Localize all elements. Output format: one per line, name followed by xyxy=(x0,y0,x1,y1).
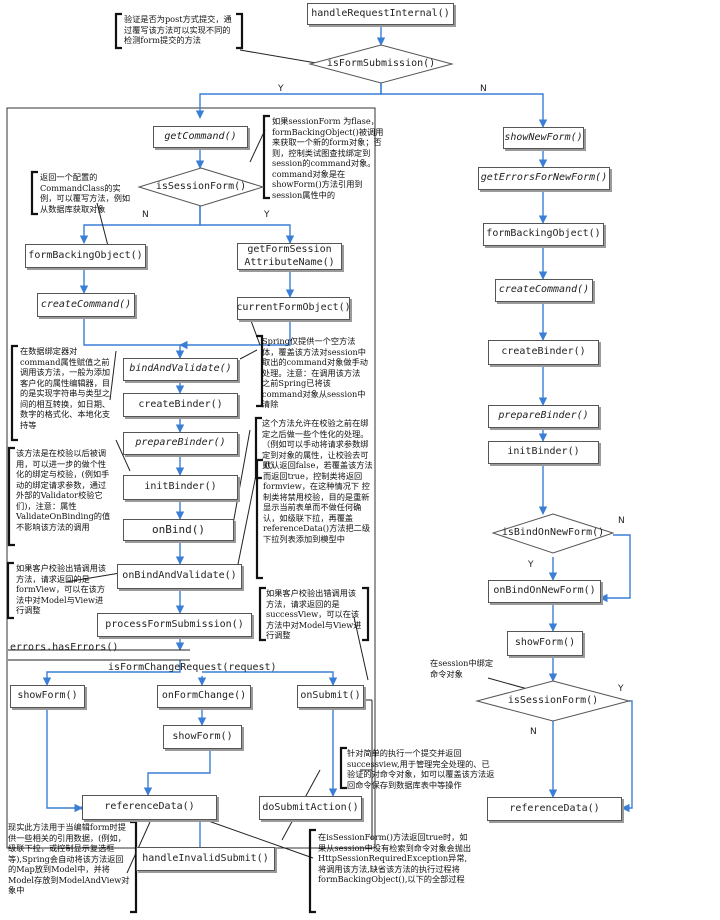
prepare-binder-right-box: prepareBinder() xyxy=(488,405,599,428)
is-session-form-left-label: isSessionForm() xyxy=(155,181,247,192)
note-validate-error-right: 如果客户校验出错调用该方法，请求返回的是successView，可以在该方法中对… xyxy=(266,588,362,640)
handle-request-internal-box: handleRequestInternal() xyxy=(307,3,454,25)
process-form-submission-box: processFormSubmission() xyxy=(97,613,252,637)
on-bind-box: onBind() xyxy=(123,519,234,541)
note-invalid-submit: 在isSessionForm()方法返回true时，如果从session中没有检… xyxy=(318,832,472,884)
show-form-right-box: showForm() xyxy=(507,631,583,656)
is-bind-on-new-form-diamond xyxy=(491,513,615,554)
get-form-session-attribute-name-box: getFormSession AttributeName() xyxy=(237,243,342,270)
show-form-mid-box: showForm() xyxy=(163,725,242,749)
create-binder-right-box: createBinder() xyxy=(488,340,599,365)
bind-new-no-label: N xyxy=(618,516,625,526)
on-bind-on-new-form-box: onBindOnNewForm() xyxy=(488,580,601,603)
get-errors-for-new-form-box: getErrorsForNewForm() xyxy=(478,167,610,190)
create-command-left-box: createCommand() xyxy=(37,293,135,317)
form-submission-no-label: N xyxy=(480,84,487,94)
note-after-bind: 该方法是在校验以后被调用，可以进一步的做个性化的绑定与校验，(例如手动的绑定请求… xyxy=(16,448,111,532)
is-session-form-right-diamond xyxy=(475,680,631,722)
note-spring-empty: Spring仅提供一个空方法体，覆盖该方法对session中取出的command… xyxy=(262,336,368,409)
is-bind-on-new-form-label: isBindOnNewForm() xyxy=(501,527,605,538)
bind-and-validate-box: bindAndValidate() xyxy=(123,358,238,381)
form-backing-object-left-box: formBackingObject() xyxy=(25,244,146,268)
note-reference-data: 现实此方法用于当编辑form时提供一些相关的引用数据，(例如，级联下拉，或控制显… xyxy=(8,822,130,895)
is-session-form-right-label: isSessionForm() xyxy=(507,695,599,706)
session-right-yes-label: Y xyxy=(618,684,624,694)
current-form-object-box: currentFormObject() xyxy=(236,297,351,320)
session-left-yes-label: Y xyxy=(264,210,270,220)
note-post-check: 验证是否为post方式提交，通过覆写该方法可以实现不同的检测form提交的方法 xyxy=(124,14,232,45)
get-command-box: getCommand() xyxy=(153,126,248,148)
form-backing-object-right-box: formBackingObject() xyxy=(483,223,604,246)
note-before-validate: 这个方法允许在校验之前在绑定之后做一些个性化的处理。（例如可以手动将请求参数绑定… xyxy=(262,418,369,470)
note-bind-command: 在数据绑定器对command属性赋值之前调用该方法，一般为添加客户化的属性编辑器… xyxy=(20,346,111,430)
note-command-class: 返回一个配置的CommandClass的实例，可以覆写方法，例如从数据库获取对象 xyxy=(40,172,131,214)
is-form-change-request-label: isFormChangeRequest(request) xyxy=(108,662,277,673)
is-form-submission-label: isFormSubmission() xyxy=(326,58,436,69)
create-binder-left-box: createBinder() xyxy=(123,393,238,417)
handle-invalid-submit-box: handleInvalidSubmit() xyxy=(136,847,275,871)
prepare-binder-left-box: prepareBinder() xyxy=(123,432,238,455)
show-form-left-box: showForm() xyxy=(10,685,85,708)
on-bind-and-validate-box: onBindAndValidate() xyxy=(117,564,242,589)
session-right-no-label: N xyxy=(530,727,537,737)
on-form-change-box: onFormChange() xyxy=(157,685,251,708)
form-submission-yes-label: Y xyxy=(278,84,284,94)
note-simple-exec: 针对简单的执行一个提交并返回successview,用于管理完全处理的、已验证的… xyxy=(347,748,495,790)
do-submit-action-box: doSubmitAction() xyxy=(259,796,362,820)
is-session-form-left-diamond xyxy=(137,167,265,207)
on-submit-box: onSubmit() xyxy=(297,685,364,708)
init-binder-right-box: initBinder() xyxy=(488,441,599,464)
session-left-no-label: N xyxy=(142,210,149,220)
note-session-bind: 在session中绑定命令对象 xyxy=(430,658,494,679)
errors-has-errors-label: errors.hasErrors() xyxy=(10,642,119,653)
note-validate-error-left: 如果客户校验出错调用该方法，请求返回的是formView，可以在该方法中对Mod… xyxy=(16,563,107,615)
reference-data-right-box: referenceData() xyxy=(487,797,622,821)
create-command-right-box: createCommand() xyxy=(495,279,593,302)
bind-new-yes-label: Y xyxy=(528,560,534,570)
reference-data-left-box: referenceData() xyxy=(82,795,217,820)
note-default-false: 默认返回false，若覆盖该方法而返回true，控制类将返回formview，在… xyxy=(263,460,373,544)
init-binder-left-box: initBinder() xyxy=(123,475,238,500)
show-new-form-box: showNewForm() xyxy=(503,127,584,149)
is-form-submission-diamond xyxy=(308,44,454,84)
note-session-form: 如果sessionForm 为flase，formBackingObject()… xyxy=(272,116,384,200)
